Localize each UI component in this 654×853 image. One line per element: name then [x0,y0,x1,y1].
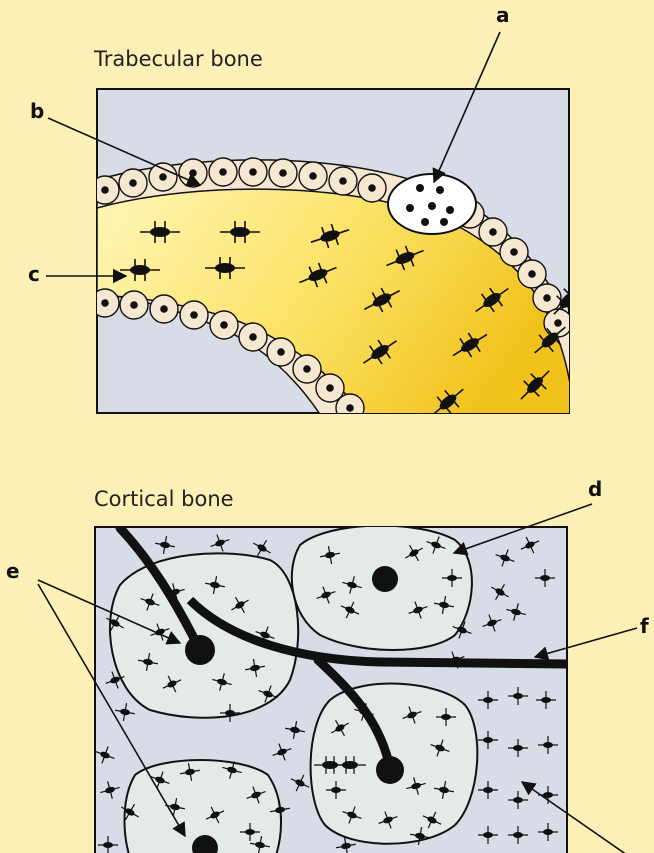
lining-cell [518,260,546,288]
label-f: f [640,614,649,638]
haversian-canal [376,756,404,784]
lining-cell [91,289,119,317]
lining-cell [239,323,267,351]
osteoclast-cell [388,174,476,234]
cortical-panel [93,526,567,853]
lining-cell [329,167,357,195]
lining-cell [269,159,297,187]
lining-cell [209,158,237,186]
haversian-canal [185,635,215,665]
lining-cell [180,301,208,329]
label-a: a [496,3,510,27]
label-c-top: c [28,262,40,286]
lining-cell [299,162,327,190]
lining-cell [479,218,507,246]
trabecular-panel [91,89,590,430]
lining-cell [239,158,267,186]
lining-cell [119,169,147,197]
lining-cell [91,176,119,204]
lining-cell [150,295,178,323]
lining-cell [120,291,148,319]
lining-cell [533,284,561,312]
label-d: d [588,477,602,501]
lining-cell [210,311,238,339]
lining-cell [358,174,386,202]
haversian-canal [372,566,398,592]
label-b: b [30,99,44,123]
lining-cell [149,163,177,191]
lining-cell [336,394,364,422]
lining-cell [267,338,295,366]
label-e: e [6,559,20,583]
lining-cell [179,159,207,187]
trabecular-title: Trabecular bone [93,47,263,71]
lining-cell [293,355,321,383]
cortical-title: Cortical bone [94,487,234,511]
